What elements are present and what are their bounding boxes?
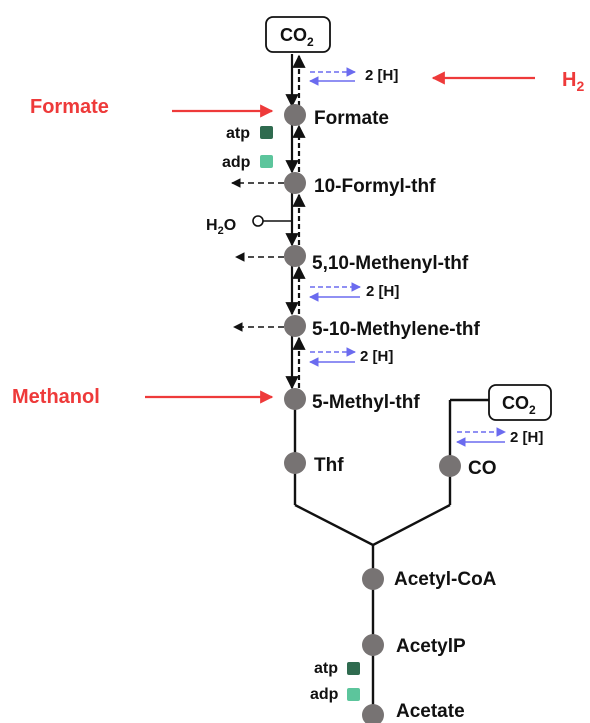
label-methylene-thf: 5-10-Methylene-thf <box>312 319 481 340</box>
input-label-formate: Formate <box>30 96 109 118</box>
atp-adp-upper: atp adp <box>222 125 273 171</box>
reducing-equivalent-4: 2 [H] <box>510 429 543 446</box>
label-acetyl-coa: Acetyl-CoA <box>394 569 497 590</box>
input-arrows <box>145 71 535 404</box>
reduction-arrows-4 <box>456 427 506 447</box>
node-formyl-thf <box>284 172 306 194</box>
node-methyl-thf <box>284 388 306 410</box>
label-thf: Thf <box>314 455 344 476</box>
node-methenyl-thf <box>284 245 306 267</box>
reduction-arrows-3 <box>309 347 356 367</box>
label-methyl-thf: 5-Methyl-thf <box>312 392 420 413</box>
node-acetate <box>362 704 384 723</box>
svg-text:CO2: CO2 <box>280 25 314 49</box>
input-label-methanol: Methanol <box>12 386 100 408</box>
reduction-arrows-1 <box>309 67 356 86</box>
svg-text:adp: adp <box>222 154 251 171</box>
co2-right-box: CO2 <box>488 384 552 421</box>
main-backbone-arrows <box>285 54 306 390</box>
input-label-h2: H2 <box>562 69 584 94</box>
node-acetyl-coa <box>362 568 384 590</box>
svg-text:H2O: H2O <box>206 217 236 237</box>
reduction-arrows-2 <box>309 282 361 302</box>
label-acetate: Acetate <box>396 701 465 722</box>
atp-adp-lower: atp adp <box>310 660 360 703</box>
node-co <box>439 455 461 477</box>
svg-text:CO2: CO2 <box>502 393 536 417</box>
svg-text:adp: adp <box>310 686 339 703</box>
svg-text:atp: atp <box>226 125 250 142</box>
side-dashed-arrows <box>231 178 284 332</box>
reducing-equivalent-2: 2 [H] <box>366 283 399 300</box>
co2-top-box: CO2 <box>265 16 331 53</box>
label-co: CO <box>468 458 497 479</box>
label-methenyl-thf: 5,10-Methenyl-thf <box>312 253 469 274</box>
reducing-equivalent-3: 2 [H] <box>360 348 393 365</box>
node-thf <box>284 452 306 474</box>
svg-text:atp: atp <box>314 660 338 677</box>
node-acetylp <box>362 634 384 656</box>
label-formyl-thf: 10-Formyl-thf <box>314 176 436 197</box>
label-formate: Formate <box>314 108 389 129</box>
pathway-nodes <box>284 104 461 723</box>
reducing-equivalent-1: 2 [H] <box>365 67 398 84</box>
node-methylene-thf <box>284 315 306 337</box>
water-input: H2O <box>206 215 292 237</box>
node-formate <box>284 104 306 126</box>
label-acetylp: AcetylP <box>396 636 466 657</box>
